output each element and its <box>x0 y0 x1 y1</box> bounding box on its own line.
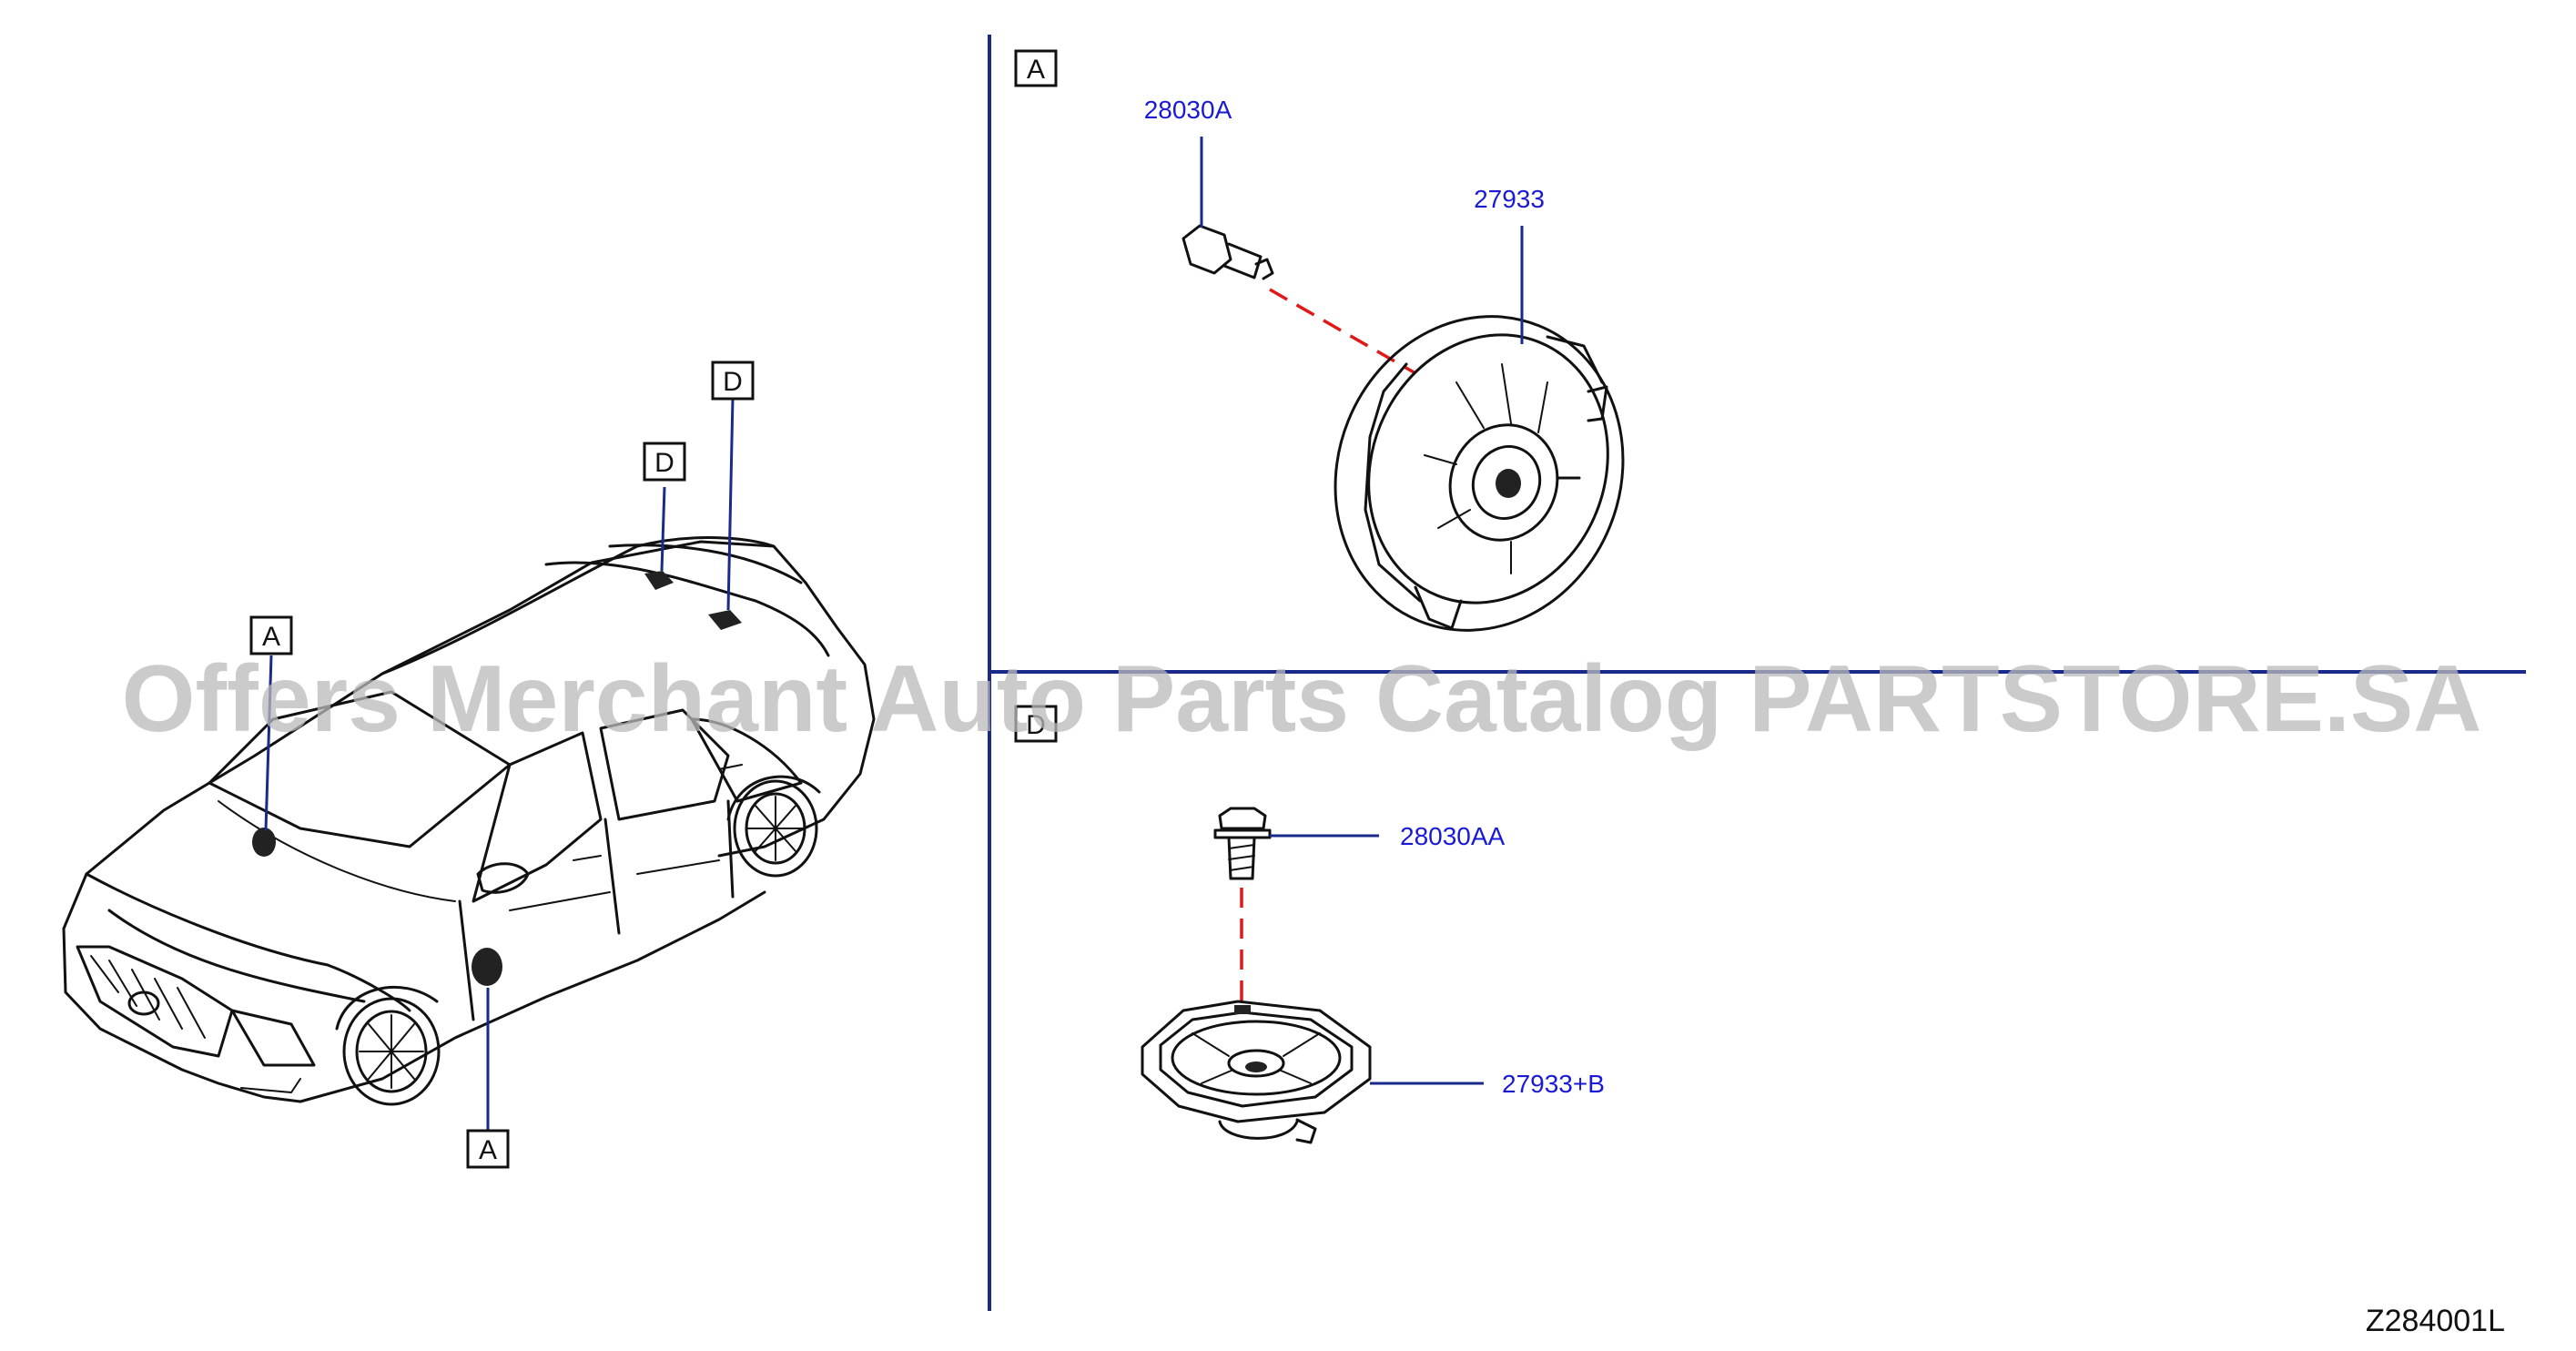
roof-left-speaker-marker <box>644 571 674 590</box>
bolt-28030a <box>1182 224 1274 280</box>
section-d-tag: D <box>1014 705 1058 743</box>
front-speaker-marker <box>252 828 276 857</box>
label-28030aa[interactable]: 28030AA <box>1400 822 1506 850</box>
watermark: Offers Merchant Auto Parts Catalog PARTS… <box>122 646 2482 752</box>
leader-front-left <box>264 655 273 831</box>
leader-roof-left <box>660 486 666 572</box>
svg-text:D: D <box>1026 710 1046 740</box>
callout-door: A <box>466 1129 510 1169</box>
label-27933[interactable]: 27933 <box>1474 185 1545 213</box>
vehicle-drawing <box>62 536 876 1106</box>
svg-text:D: D <box>654 448 674 478</box>
callout-front-left: A <box>249 615 293 655</box>
label-28030a[interactable]: 28030A <box>1144 96 1232 124</box>
callout-roof-right: D <box>711 361 755 401</box>
section-a-tag: A <box>1014 49 1058 87</box>
speaker-27933-b <box>1141 1000 1372 1144</box>
speaker-27933 <box>1334 315 1625 632</box>
svg-text:D: D <box>723 367 743 397</box>
label-27933-b[interactable]: 27933+B <box>1502 1070 1605 1098</box>
svg-text:A: A <box>479 1135 497 1165</box>
svg-text:A: A <box>1027 55 1045 85</box>
svg-text:A: A <box>262 622 280 652</box>
callout-roof-left: D <box>643 442 686 482</box>
roof-right-speaker-marker <box>708 610 742 630</box>
door-speaker-marker <box>472 948 502 986</box>
drawing-code: Z284001L <box>2366 1304 2505 1338</box>
assembly-line-a <box>1269 288 1416 375</box>
leader-roof-right <box>726 397 735 611</box>
bolt-28030aa <box>1213 807 1272 880</box>
